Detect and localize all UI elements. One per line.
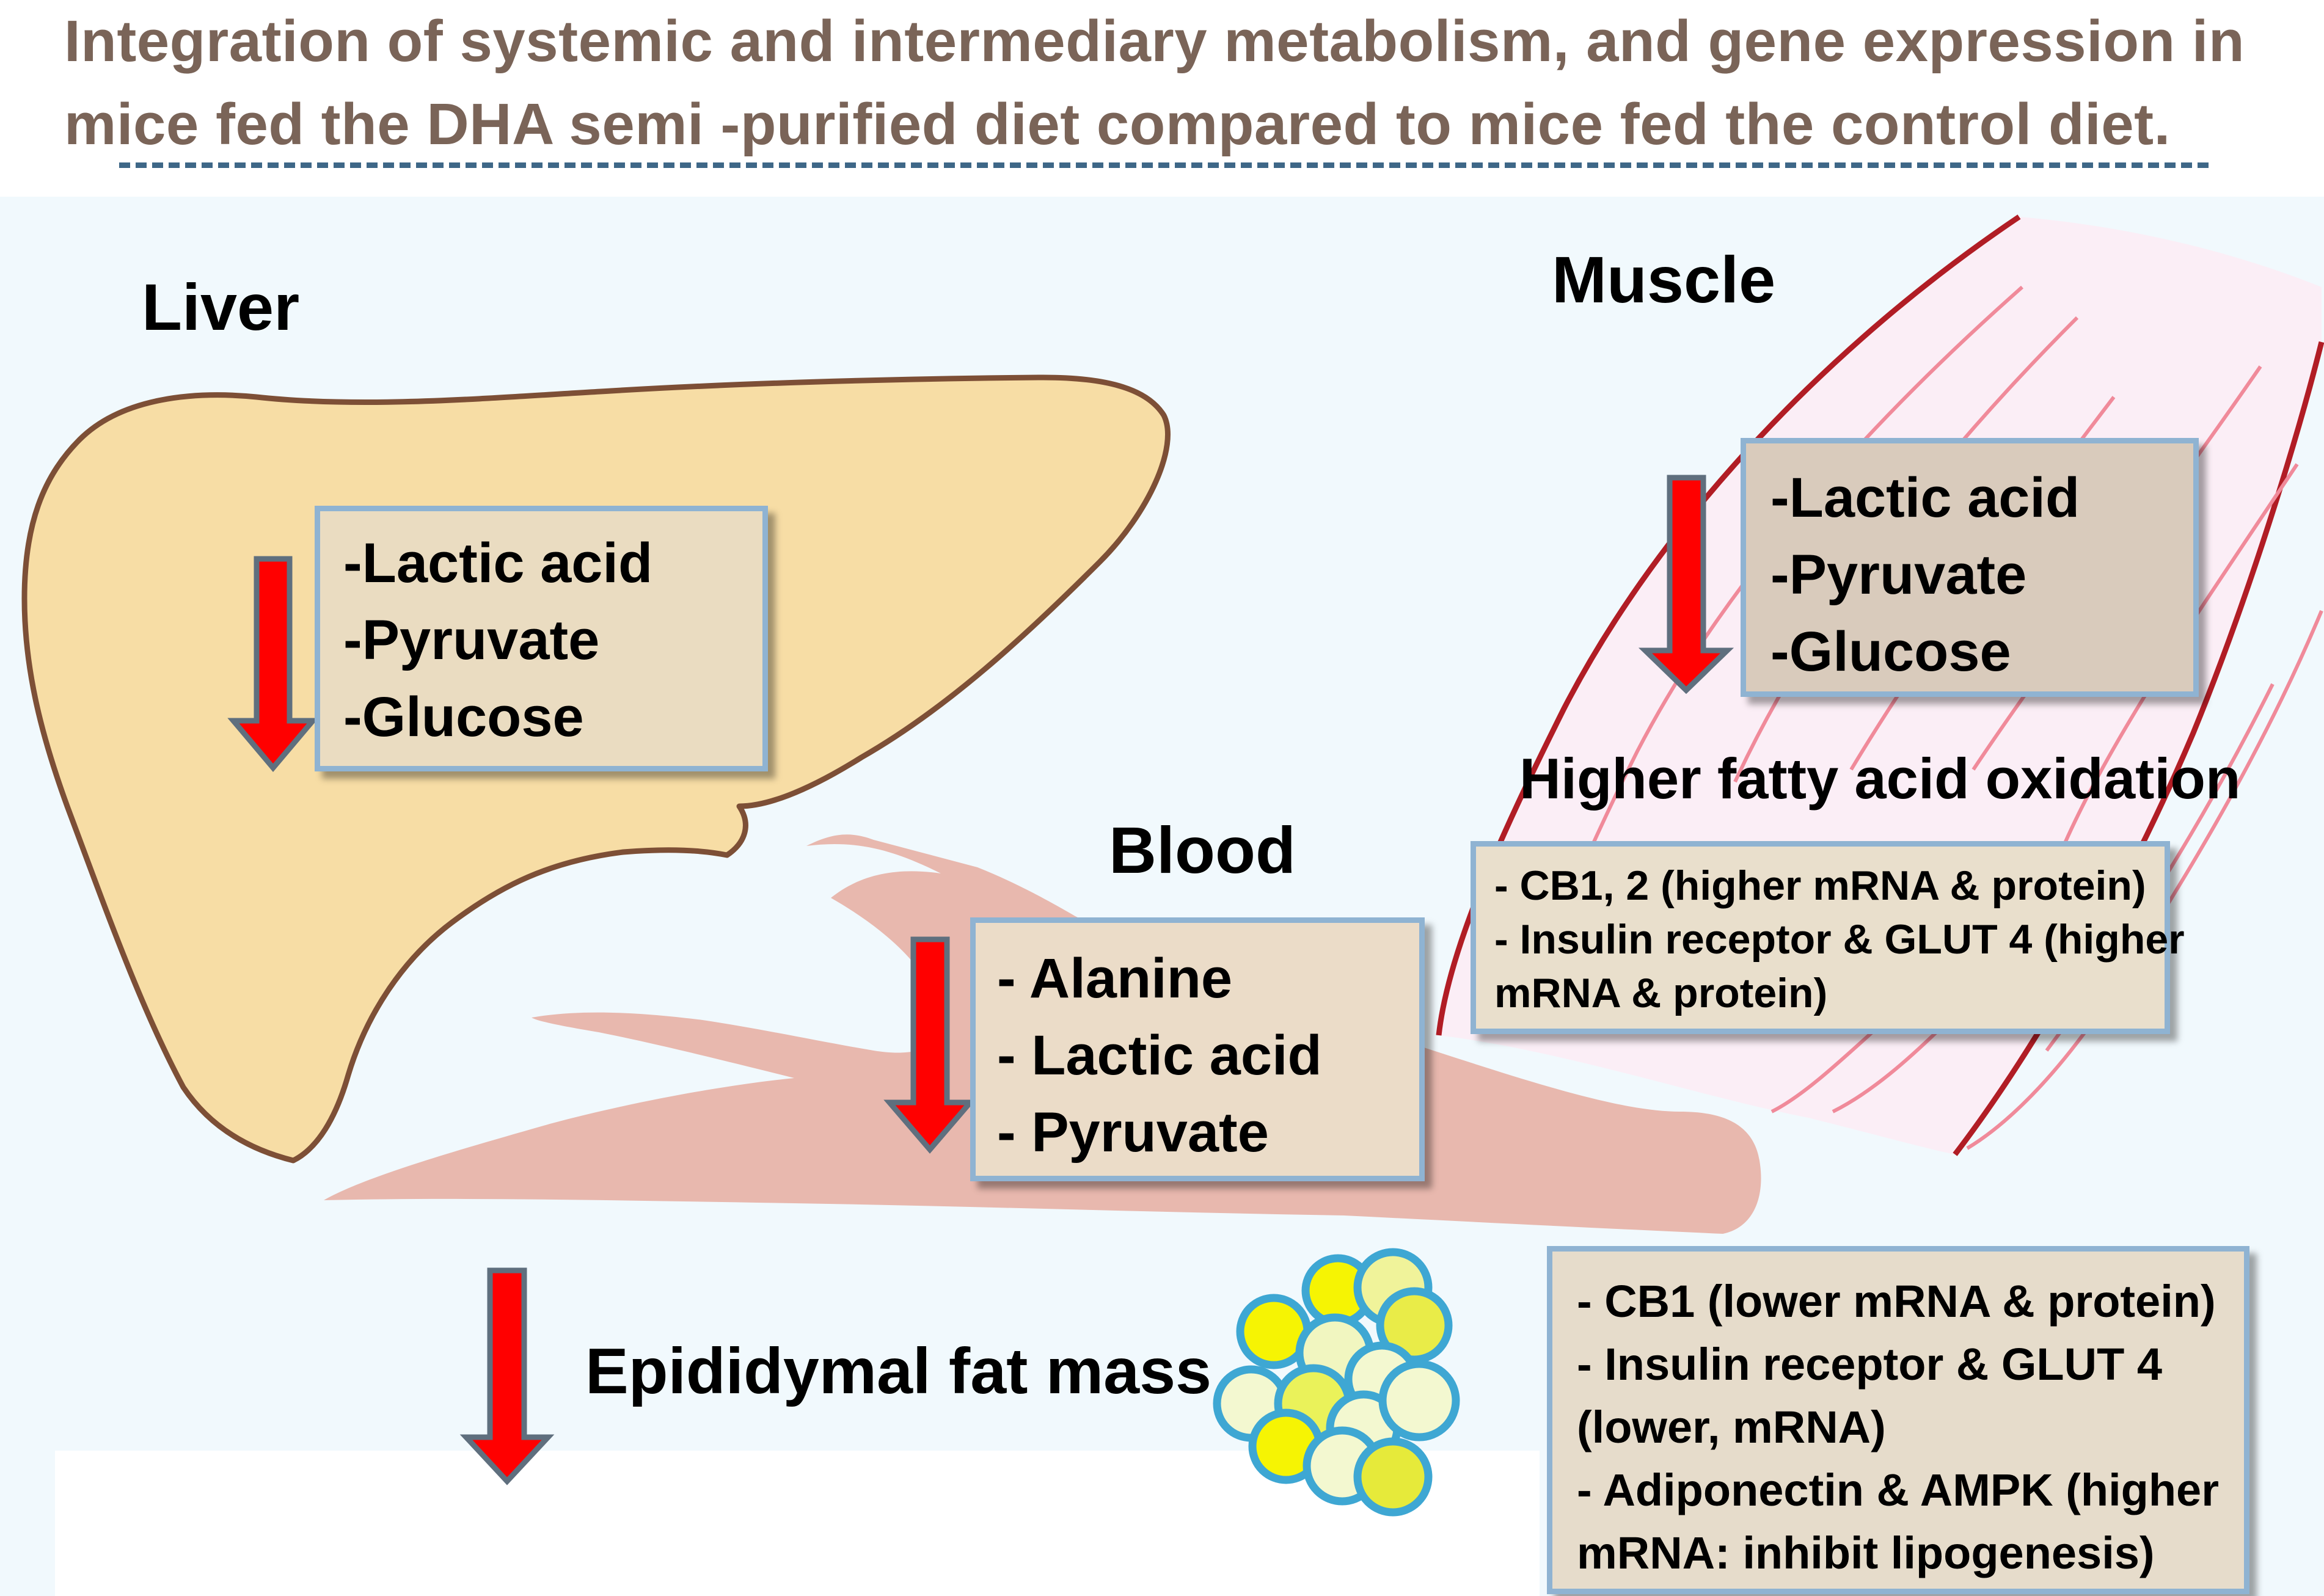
liver-item-glucose: -Glucose — [343, 686, 584, 748]
down-arrow-icon — [883, 936, 976, 1154]
blood-item-alanine: - Alanine — [997, 947, 1233, 1010]
title-line-1: Integration of systemic and intermediary… — [64, 9, 2245, 74]
muscle-item-glucose: -Glucose — [1770, 621, 2011, 683]
figure-title: Integration of systemic and intermediary… — [64, 0, 2294, 166]
fat-gene-line: (lower, mRNA) — [1577, 1402, 1886, 1452]
muscle-outline-left — [1436, 214, 2021, 1036]
muscle-metabolite-box: -Lactic acid -Pyruvate -Glucose — [1741, 438, 2199, 697]
fatty-acid-label: Higher fatty acid oxidation — [1519, 746, 2241, 811]
fat-gene-expression-box: - CB1 (lower mRNA & protein) - Insulin r… — [1547, 1246, 2249, 1594]
liver-item-pyruvate: -Pyruvate — [343, 609, 600, 671]
muscle-gene-line: - Insulin receptor & GLUT 4 (higher — [1494, 916, 2185, 963]
muscle-gene-line: mRNA & protein) — [1494, 970, 1828, 1016]
fat-gene-line: - Insulin receptor & GLUT 4 — [1577, 1339, 2162, 1390]
liver-label: Liver — [142, 270, 300, 344]
liver-metabolite-box: -Lactic acid -Pyruvate -Glucose — [315, 506, 768, 771]
title-divider — [119, 162, 2209, 168]
blood-label: Blood — [1109, 813, 1296, 887]
title-line-2: mice fed the DHA semi -purified diet com… — [64, 92, 2171, 157]
fat-gene-line: - Adiponectin & AMPK (higher — [1577, 1465, 2219, 1515]
muscle-gene-line: - CB1, 2 (higher mRNA & protein) — [1494, 862, 2146, 909]
blood-item-pyruvate: - Pyruvate — [997, 1101, 1269, 1164]
down-arrow-icon — [459, 1267, 555, 1485]
muscle-item-lactic-acid: -Lactic acid — [1770, 467, 2080, 529]
blood-item-lactic-acid: - Lactic acid — [997, 1024, 1322, 1087]
muscle-gene-expression-box: - CB1, 2 (higher mRNA & protein) - Insul… — [1471, 841, 2185, 1034]
down-arrow-icon — [227, 556, 319, 772]
muscle-label: Muscle — [1552, 242, 1776, 316]
fat-cells-icon — [1213, 1248, 1460, 1517]
fat-gene-line: mRNA: inhibit lipogenesis) — [1577, 1528, 2155, 1578]
muscle-item-pyruvate: -Pyruvate — [1770, 544, 2027, 606]
liver-item-lactic-acid: -Lactic acid — [343, 532, 653, 594]
fat-gene-line: - CB1 (lower mRNA & protein) — [1577, 1276, 2216, 1327]
fat-mass-label: Epididymal fat mass — [585, 1335, 1212, 1407]
down-arrow-icon — [1638, 475, 1734, 694]
blood-metabolite-box: - Alanine - Lactic acid - Pyruvate — [970, 917, 1425, 1181]
muscle-outline-right — [1953, 341, 2324, 1156]
